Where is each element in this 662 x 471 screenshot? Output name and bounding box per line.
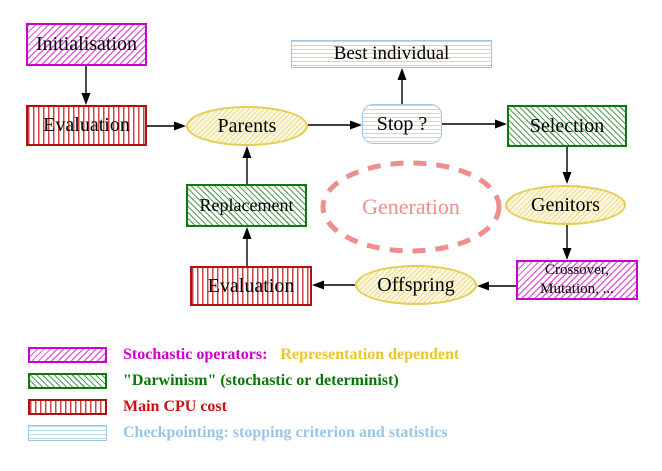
node-initialisation: Initialisation (26, 23, 147, 66)
legend-swatch-green-hatch (28, 373, 107, 389)
node-selection: Selection (507, 105, 627, 147)
legend-label-stochastic: Stochastic operators: (123, 346, 268, 363)
legend-swatch-magenta-hatch (28, 347, 107, 363)
legend-swatch-cyan-stripes (28, 425, 107, 441)
node-parents: Parents (186, 106, 308, 146)
generation-dashed-ellipse (320, 160, 502, 254)
node-parents-label: Parents (217, 114, 277, 137)
node-replacement-label: Replacement (199, 195, 294, 216)
generation-label: Generation (362, 194, 460, 219)
node-stop-label: Stop ? (376, 112, 428, 135)
node-genitors: Genitors (505, 185, 626, 225)
node-selection-label: Selection (529, 114, 605, 137)
legend-item-darwinism: "Darwinism" (stochastic or determinist) (28, 372, 399, 390)
legend-label-checkpointing: Checkpointing: stopping criterion and st… (123, 424, 448, 441)
legend-label-cpu-cost: Main CPU cost (123, 398, 227, 415)
node-crossover-mutation-label: Crossover, Mutation, ... (540, 261, 614, 299)
legend-item-cpu-cost: Main CPU cost (28, 398, 227, 416)
node-evaluation-top-label: Evaluation (43, 114, 130, 136)
legend-label-darwinism: "Darwinism" (stochastic or determinist) (123, 372, 399, 389)
legend-label-representation: Representation dependent (280, 346, 460, 363)
node-replacement: Replacement (186, 184, 307, 227)
node-initialisation-label: Initialisation (35, 33, 138, 55)
legend-item-checkpointing: Checkpointing: stopping criterion and st… (28, 424, 447, 442)
legend-swatch-red-stripes (28, 399, 107, 415)
node-evaluation-bottom: Evaluation (190, 266, 312, 306)
node-offspring: Offspring (355, 265, 477, 305)
node-best-individual-label: Best individual (333, 43, 450, 65)
node-evaluation-top: Evaluation (26, 105, 147, 146)
node-evaluation-bottom-label: Evaluation (207, 274, 295, 297)
node-best-individual: Best individual (291, 40, 492, 68)
node-offspring-label: Offspring (377, 273, 455, 296)
legend-item-stochastic-operators: Stochastic operators: Representation dep… (28, 346, 459, 364)
crossover-line1: Crossover, (545, 262, 609, 279)
node-stop: Stop ? (362, 104, 442, 144)
node-crossover-mutation: Crossover, Mutation, ... (516, 260, 638, 300)
crossover-line2: Mutation, ... (540, 281, 614, 297)
node-genitors-label: Genitors (531, 193, 600, 216)
